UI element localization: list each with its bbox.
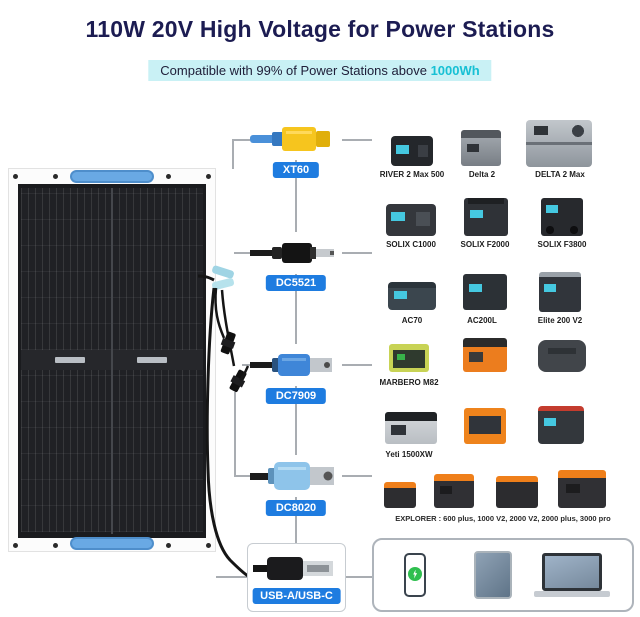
product-image-ac200l	[463, 274, 507, 310]
devices-box	[372, 538, 634, 612]
connector-line	[346, 576, 372, 578]
product-label: SOLIX F3800	[537, 240, 587, 249]
grommet	[13, 543, 18, 548]
usb-connector-icon	[251, 550, 343, 591]
subtitle-text: Compatible with 99% of Power Stations ab…	[160, 63, 431, 78]
product-image-dark-station-2	[538, 406, 584, 444]
xt60-connector-icon	[250, 118, 342, 160]
grommet	[206, 174, 211, 179]
product-image-orange-station	[463, 338, 507, 372]
product-image-explorer-2000-v2	[496, 476, 538, 508]
product-label: RIVER 2 Max 500	[379, 170, 445, 179]
connector-line	[242, 364, 250, 366]
connector-line	[234, 475, 250, 477]
product-label: Yeti 1500XW	[385, 450, 433, 459]
product-image-explorer-1000-v2	[434, 474, 474, 508]
solar-panel-handle-top	[70, 170, 154, 183]
mc4-connector	[220, 331, 236, 355]
grommet	[166, 174, 171, 179]
tablet-icon	[474, 551, 512, 599]
product-image-marbero-m82	[389, 344, 429, 372]
explorer-caption: EXPLORER : 600 plus, 1000 V2, 2000 V2, 2…	[395, 514, 611, 523]
product-image-solix-f3800	[541, 198, 583, 236]
grommet	[53, 174, 58, 179]
connector-line	[342, 475, 372, 477]
solar-panel-surface	[18, 184, 206, 538]
connector-line	[342, 364, 372, 366]
dc8020-label: DC8020	[265, 500, 327, 516]
solar-panel-handle-bottom	[70, 537, 154, 550]
grommet	[166, 543, 171, 548]
product-image-elite-200-v2	[539, 272, 581, 312]
product-label: AC200L	[467, 316, 497, 325]
product-image-delta-2-max	[526, 120, 592, 167]
product-label: MARBERO M82	[379, 378, 439, 387]
usb-label: USB-A/USB-C	[252, 588, 341, 604]
dc8020-connector-icon	[250, 455, 342, 497]
product-label: AC70	[401, 316, 423, 325]
panel-latch	[55, 357, 85, 363]
grommet	[53, 543, 58, 548]
subtitle-highlight: 1000Wh	[430, 63, 480, 78]
dc7909-label: DC7909	[265, 388, 327, 404]
product-image-yeti-1500xw	[385, 412, 437, 444]
usb-connector-box: USB-A/USB-C	[247, 543, 346, 612]
panel-latch	[137, 357, 167, 363]
xt60-label: XT60	[272, 162, 320, 178]
product-label: Delta 2	[468, 170, 496, 179]
product-label: DELTA 2 Max	[535, 170, 585, 179]
subtitle: Compatible with 99% of Power Stations ab…	[148, 60, 492, 81]
connector-line	[342, 139, 372, 141]
product-label: SOLIX C1000	[386, 240, 436, 249]
product-image-ac70	[388, 282, 436, 310]
connector-line	[216, 576, 248, 578]
charging-badge	[408, 567, 422, 581]
phone-icon	[404, 553, 426, 597]
product-image-explorer-3000-pro	[558, 470, 606, 508]
page-title: 110W 20V High Voltage for Power Stations	[85, 16, 555, 42]
laptop-base	[534, 591, 610, 597]
panel-center-divider	[111, 188, 113, 534]
product-image-orange-station-2	[464, 408, 506, 444]
connector-line	[232, 139, 234, 169]
product-image-solix-f2000	[464, 198, 508, 236]
grommet	[13, 174, 18, 179]
connector-line	[342, 252, 372, 254]
solar-panel	[8, 168, 216, 552]
connector-line	[232, 139, 250, 141]
connector-line	[234, 392, 236, 475]
product-image-river-2-max-500	[391, 136, 433, 166]
mc4-connector	[229, 369, 247, 393]
product-label: SOLIX F2000	[460, 240, 510, 249]
product-label: Elite 200 V2	[537, 316, 583, 325]
product-image-delta-2	[461, 130, 501, 166]
grommet	[206, 543, 211, 548]
connector-line	[234, 252, 250, 254]
product-image-gray-station	[538, 340, 586, 372]
product-image-solix-c1000	[386, 204, 436, 236]
dc7909-connector-icon	[250, 344, 342, 386]
dc5521-label: DC5521	[265, 275, 327, 291]
product-image-explorer-600-plus	[384, 482, 416, 508]
laptop-icon	[542, 553, 602, 591]
dc5521-connector-icon	[250, 232, 342, 274]
